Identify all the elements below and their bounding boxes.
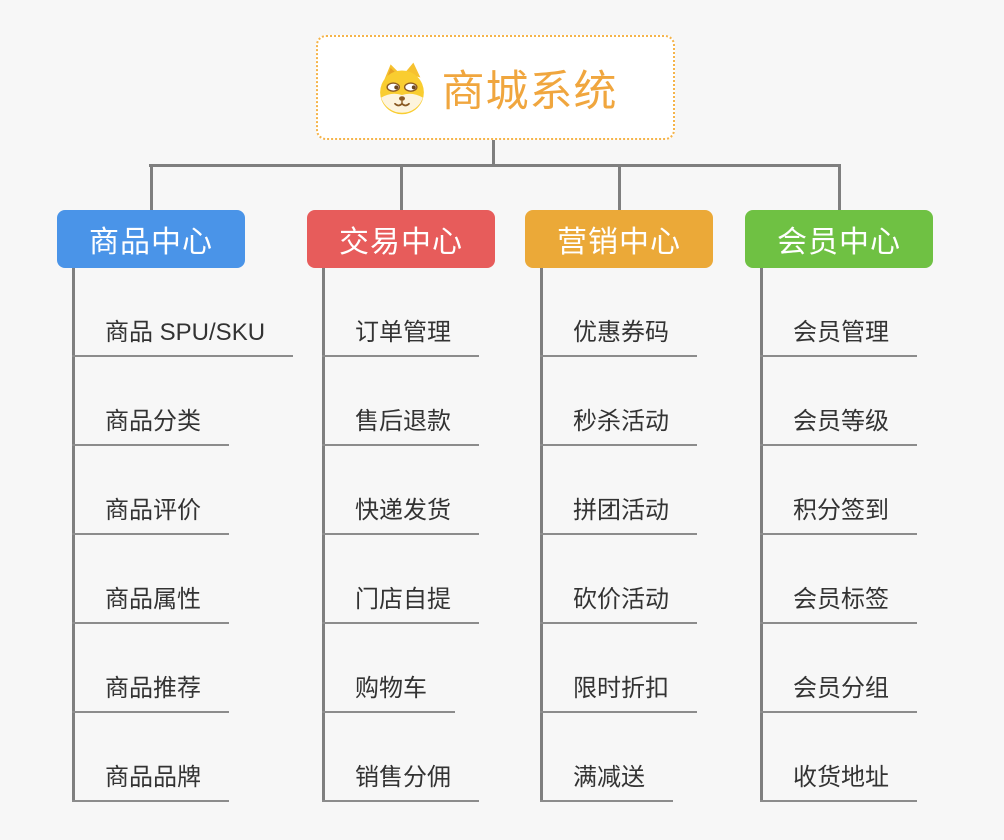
leaf-item[interactable]: 门店自提 <box>322 578 479 624</box>
leaf-item[interactable]: 优惠券码 <box>540 311 697 357</box>
leaf-item[interactable]: 限时折扣 <box>540 667 697 713</box>
leaf-item[interactable]: 商品属性 <box>72 578 229 624</box>
connector-stub-member-center <box>837 164 841 210</box>
branch-box-member-center[interactable]: 会员中心 <box>745 210 933 268</box>
leaf-item[interactable]: 销售分佣 <box>322 756 479 802</box>
root-node[interactable]: 商城系统 <box>316 35 675 140</box>
leaf-item[interactable]: 满减送 <box>540 756 673 802</box>
leaf-item[interactable]: 快递发货 <box>322 489 479 535</box>
branch-label-marketing-center: 营销中心 <box>557 226 681 259</box>
leaf-item[interactable]: 收货地址 <box>760 756 917 802</box>
leaf-item[interactable]: 商品分类 <box>72 400 229 446</box>
leaf-item[interactable]: 会员标签 <box>760 578 917 624</box>
connector-trunk-member-center <box>760 268 763 802</box>
connector-stub-marketing-center <box>617 164 621 210</box>
branch-label-trade-center: 交易中心 <box>339 226 463 259</box>
branch-box-product-center[interactable]: 商品中心 <box>57 210 245 268</box>
leaf-item[interactable]: 会员管理 <box>760 311 917 357</box>
leaf-item[interactable]: 砍价活动 <box>540 578 697 624</box>
connector-branch-rail <box>149 164 840 167</box>
leaf-item[interactable]: 商品品牌 <box>72 756 229 802</box>
leaf-item[interactable]: 拼团活动 <box>540 489 697 535</box>
leaf-item[interactable]: 商品推荐 <box>72 667 229 713</box>
connector-root-stub <box>492 140 495 167</box>
leaf-item[interactable]: 会员分组 <box>760 667 917 713</box>
connector-trunk-trade-center <box>322 268 325 802</box>
branch-label-member-center: 会员中心 <box>777 226 901 259</box>
connector-trunk-product-center <box>72 268 75 802</box>
leaf-item[interactable]: 商品评价 <box>72 489 229 535</box>
leaf-item[interactable]: 购物车 <box>322 667 455 713</box>
connector-stub-product-center <box>149 164 153 210</box>
branch-box-trade-center[interactable]: 交易中心 <box>307 210 495 268</box>
leaf-item[interactable]: 积分签到 <box>760 489 917 535</box>
leaf-item[interactable]: 售后退款 <box>322 400 479 446</box>
connector-stub-trade-center <box>399 164 403 210</box>
leaf-item[interactable]: 秒杀活动 <box>540 400 697 446</box>
branch-box-marketing-center[interactable]: 营销中心 <box>525 210 713 268</box>
shiba-dog-icon <box>374 60 430 116</box>
branch-label-product-center: 商品中心 <box>89 226 213 259</box>
leaf-item[interactable]: 会员等级 <box>760 400 917 446</box>
connector-trunk-marketing-center <box>540 268 543 802</box>
leaf-item[interactable]: 商品 SPU/SKU <box>72 311 294 357</box>
leaf-item[interactable]: 订单管理 <box>322 311 479 357</box>
root-title: 商城系统 <box>441 67 618 116</box>
